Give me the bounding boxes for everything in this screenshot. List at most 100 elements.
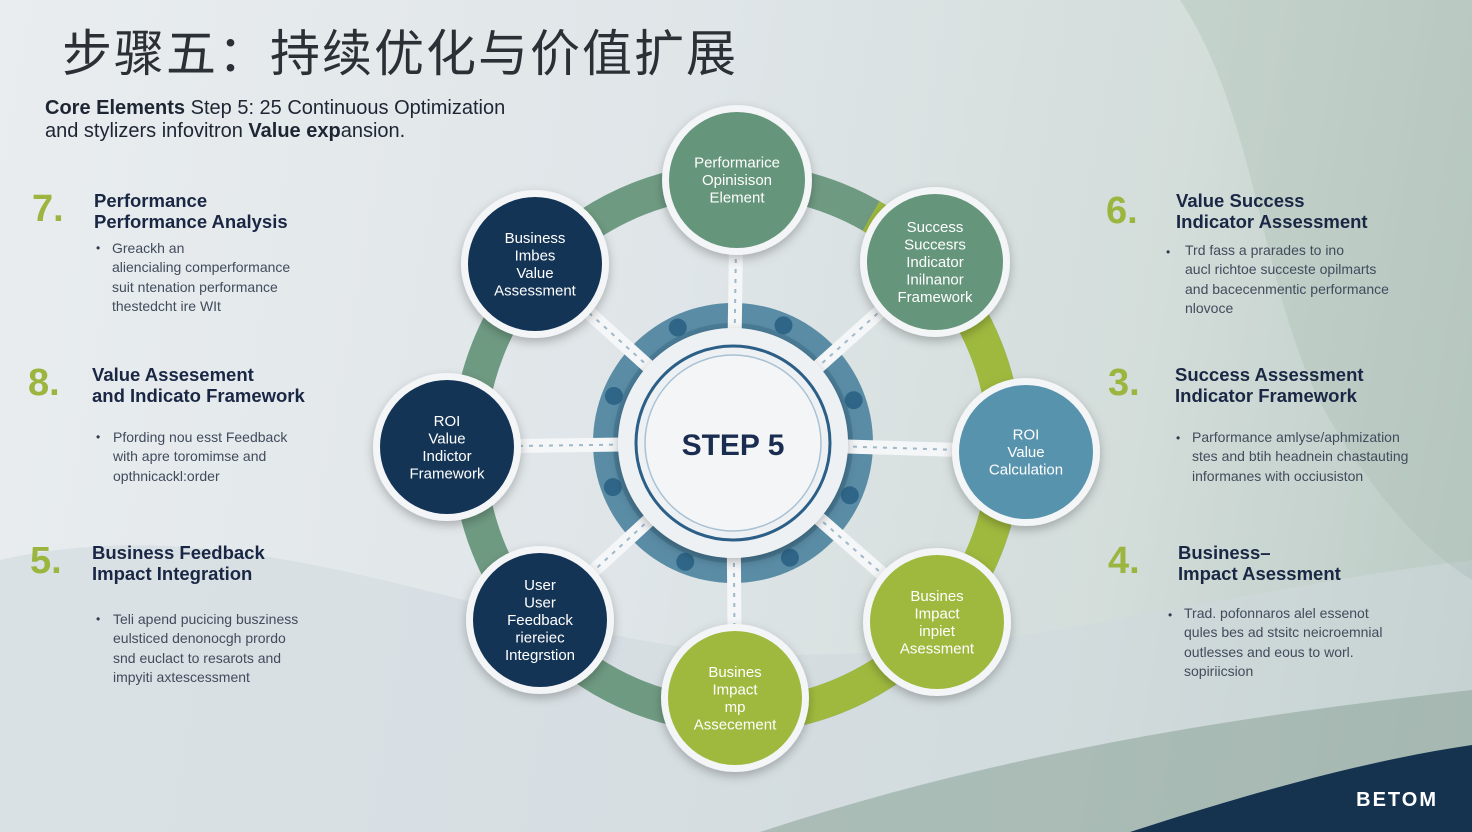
description-line: nlovoce <box>1185 299 1234 316</box>
bullet-dot-icon: • <box>1168 608 1173 622</box>
description-line: snd euclact to resarots and <box>113 649 282 666</box>
node-label-line: ROI <box>434 413 461 430</box>
brand-logo: BETOM <box>1356 789 1438 811</box>
center-label: STEP 5 <box>682 429 785 462</box>
bullet-dot-icon: • <box>96 612 101 626</box>
bullet-dot-icon: • <box>1176 431 1181 445</box>
description-line: stes and btih headnein chastauting <box>1192 448 1409 465</box>
node-upper-right: SuccessSuccesrsIndicatorInilnanorFramewo… <box>860 187 1010 337</box>
page-title: 步骤五：持续优化与价值扩展 <box>62 25 738 83</box>
spoke-detail-bottom <box>732 552 736 628</box>
description-line: thestedcht ire WIt <box>112 297 221 314</box>
description-line: Teli apend pucicing busziness <box>113 611 299 627</box>
item-heading: Value Success Indicator Assessment <box>1176 190 1436 232</box>
subtitle-line1: Step 5: 25 Continuous Optimization <box>185 97 506 119</box>
hub-knob <box>668 318 687 337</box>
node-label-line: Calculation <box>989 462 1063 479</box>
node-label-line: Asessment <box>900 640 975 657</box>
node-label-line: Value <box>516 265 553 282</box>
description-line: opthnicackl:order <box>113 467 220 484</box>
item-heading: Performance Performance Analysis <box>94 190 354 232</box>
subtitle-line2-end: ansion. <box>340 120 406 142</box>
subtitle-line2-bold: Value exp <box>248 120 341 142</box>
bullet-dot-icon: • <box>96 241 101 255</box>
center-disc-ring <box>634 344 832 542</box>
node-disc <box>468 197 602 331</box>
node-label-line: Assessment <box>494 282 577 299</box>
subtitle: Core Elements Step 5: 25 Continuous Opti… <box>45 97 605 143</box>
center-disc-inner <box>644 354 822 532</box>
spokes-group <box>510 244 963 635</box>
item-heading-line: Value Success <box>1176 190 1305 211</box>
spoke-lower-right <box>808 508 891 583</box>
description-line: outlesses and eous to worl. <box>1184 643 1354 660</box>
item-heading-line: Impact Integration <box>92 563 253 584</box>
item-number: 7. <box>32 188 64 230</box>
item-description: Parformance amlyse/aphmization stes and … <box>1192 428 1422 486</box>
item-description: Teli apend pucicing busziness eulsticed … <box>113 610 343 687</box>
node-label-line: Framework <box>409 465 485 482</box>
item-heading-line: Business– <box>1178 542 1271 563</box>
item-heading-line: Value Assesement <box>92 364 254 385</box>
bullet-dot-icon: • <box>1166 245 1171 259</box>
node-label-line: riereiec <box>515 630 565 647</box>
node-label-line: Feedback <box>507 612 573 629</box>
node-label-line: inpiet <box>919 623 956 640</box>
item-description: Trd fass a prarades to ino aucl richtoe … <box>1185 241 1415 318</box>
node-disc <box>380 380 514 514</box>
node-disc <box>669 112 805 248</box>
nodes-group: PerformariceOpinisisonElementSuccessSucc… <box>373 105 1100 772</box>
node-disc <box>870 555 1004 689</box>
hub-knob <box>844 391 863 410</box>
node-label-line: Imbes <box>515 247 556 264</box>
item-heading-line: Indicator Framework <box>1175 385 1357 406</box>
description-line: suit ntenation performance <box>112 278 278 295</box>
node-label-line: Impact <box>914 605 960 622</box>
item-heading-line: and Indicato Framework <box>92 385 305 406</box>
hub-knob <box>603 478 622 497</box>
node-label-line: Success <box>907 219 964 236</box>
description-line: Pfording nou esst Feedback <box>113 429 288 445</box>
node-label-line: Assecement <box>694 716 777 733</box>
description-line: Greackh an <box>112 240 185 256</box>
node-label-line: Business <box>505 230 566 247</box>
node-disc <box>473 553 607 687</box>
item-heading-line: Success Assessment <box>1175 364 1364 385</box>
item-heading-line: Impact Asessment <box>1178 563 1341 584</box>
node-label-line: Integrstion <box>505 647 575 664</box>
node-label-line: Value <box>1007 444 1044 461</box>
node-label-line: Impact <box>712 681 758 698</box>
item-heading: Business– Impact Asessment <box>1178 542 1438 584</box>
description-line: sopiriicsion <box>1184 662 1254 679</box>
subtitle-line2-start: and stylizers infovitron <box>45 120 249 142</box>
hub-knob <box>676 552 695 571</box>
node-label-line: Inilnanor <box>906 272 964 289</box>
description-line: impyiti axtescessment <box>113 668 250 685</box>
spoke-detail-top <box>733 251 737 334</box>
item-description: Trad. pofonnaros alel essenot qules bes … <box>1184 604 1414 681</box>
bg-wave-bottom-navy <box>1130 745 1472 832</box>
item-number: 6. <box>1106 190 1138 232</box>
hub-knob <box>604 386 623 405</box>
node-label-line: Performarice <box>694 155 780 172</box>
node-label-line: Indictor <box>422 448 471 465</box>
node-label-line: ROI <box>1013 427 1040 444</box>
description-line: with apre toromimse and <box>113 448 267 465</box>
spoke-detail-upper-left <box>586 310 653 370</box>
item-number: 5. <box>30 540 62 582</box>
item-number: 3. <box>1108 362 1140 404</box>
item-heading-line: Performance <box>94 190 208 211</box>
spoke-detail-lower-left <box>591 516 653 573</box>
item-number: 4. <box>1108 540 1140 582</box>
node-label-line: Succesrs <box>904 237 966 254</box>
description-line: aucl richtoe succeste opilmarts <box>1185 261 1377 278</box>
node-label-line: User <box>524 577 556 594</box>
item-heading: Business Feedback Impact Integration <box>92 542 352 584</box>
description-line: Parformance amlyse/aphmization <box>1192 429 1400 445</box>
item-number: 8. <box>28 362 60 404</box>
spoke-upper-right <box>807 303 889 377</box>
